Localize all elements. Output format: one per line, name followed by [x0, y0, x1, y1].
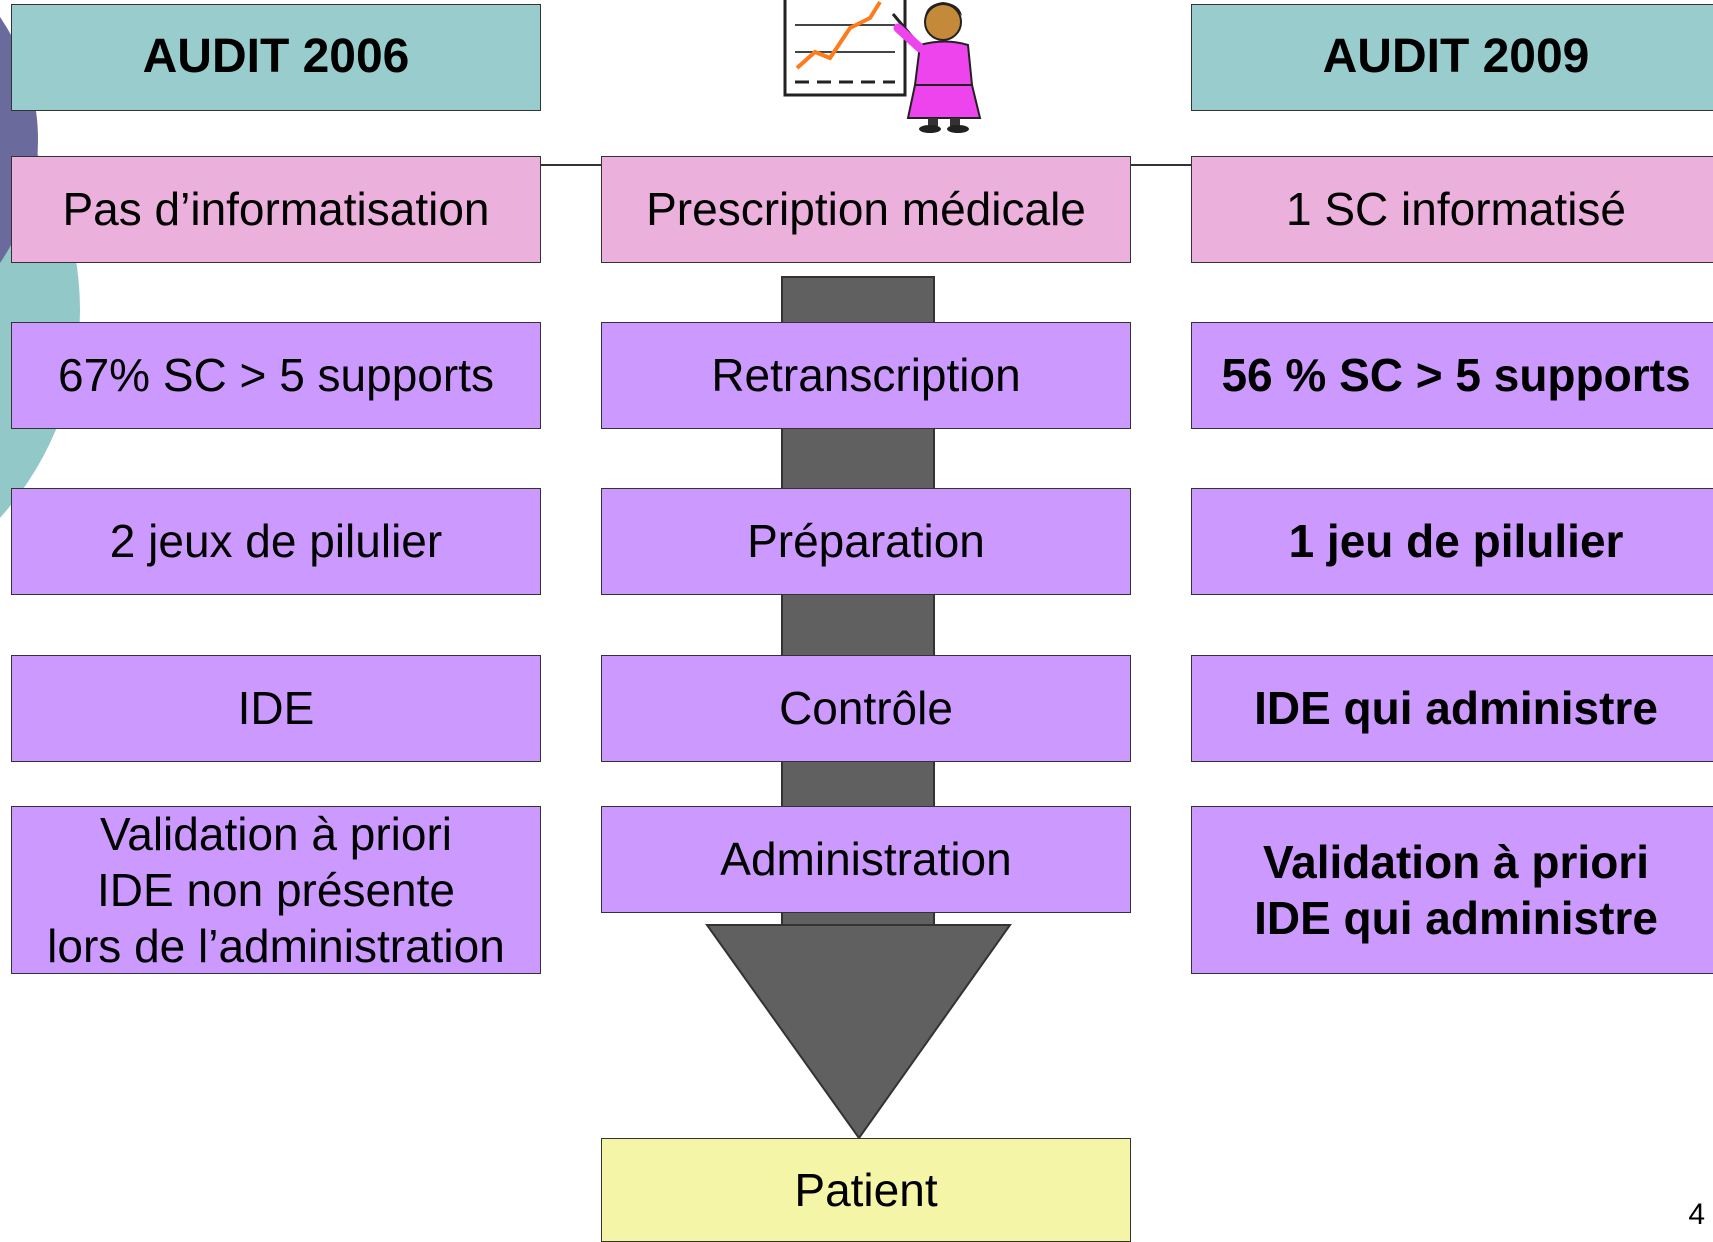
audit-2006-row-retranscription: 67% SC > 5 supports	[11, 322, 541, 429]
audit-2009-row-prescription: 1 SC informatisé	[1191, 156, 1713, 263]
step-preparation: Préparation	[601, 488, 1131, 595]
audit-2006-header: AUDIT 2006	[11, 4, 541, 111]
presenter-with-chart-icon	[783, 0, 982, 133]
audit-2006-row-controle: IDE	[11, 655, 541, 762]
page-number: 4	[1688, 1198, 1705, 1231]
audit-2006-row-prescription: Pas d’informatisation	[11, 156, 541, 263]
step-prescription: Prescription médicale	[601, 156, 1131, 263]
step-administration: Administration	[601, 806, 1131, 913]
audit-2006-row-administration: Validation à priori IDE non présente lor…	[11, 806, 541, 974]
audit-2009-row-retranscription: 56 % SC > 5 supports	[1191, 322, 1713, 429]
audit-2009-row-controle: IDE qui administre	[1191, 655, 1713, 762]
audit-2009-header: AUDIT 2009	[1191, 4, 1713, 111]
step-controle: Contrôle	[601, 655, 1131, 762]
step-retranscription: Retranscription	[601, 322, 1131, 429]
step-patient: Patient	[601, 1138, 1131, 1242]
audit-2009-row-administration: Validation à priori IDE qui administre	[1191, 806, 1713, 974]
audit-2006-row-preparation: 2 jeux de pilulier	[11, 488, 541, 595]
audit-2009-row-preparation: 1 jeu de pilulier	[1191, 488, 1713, 595]
